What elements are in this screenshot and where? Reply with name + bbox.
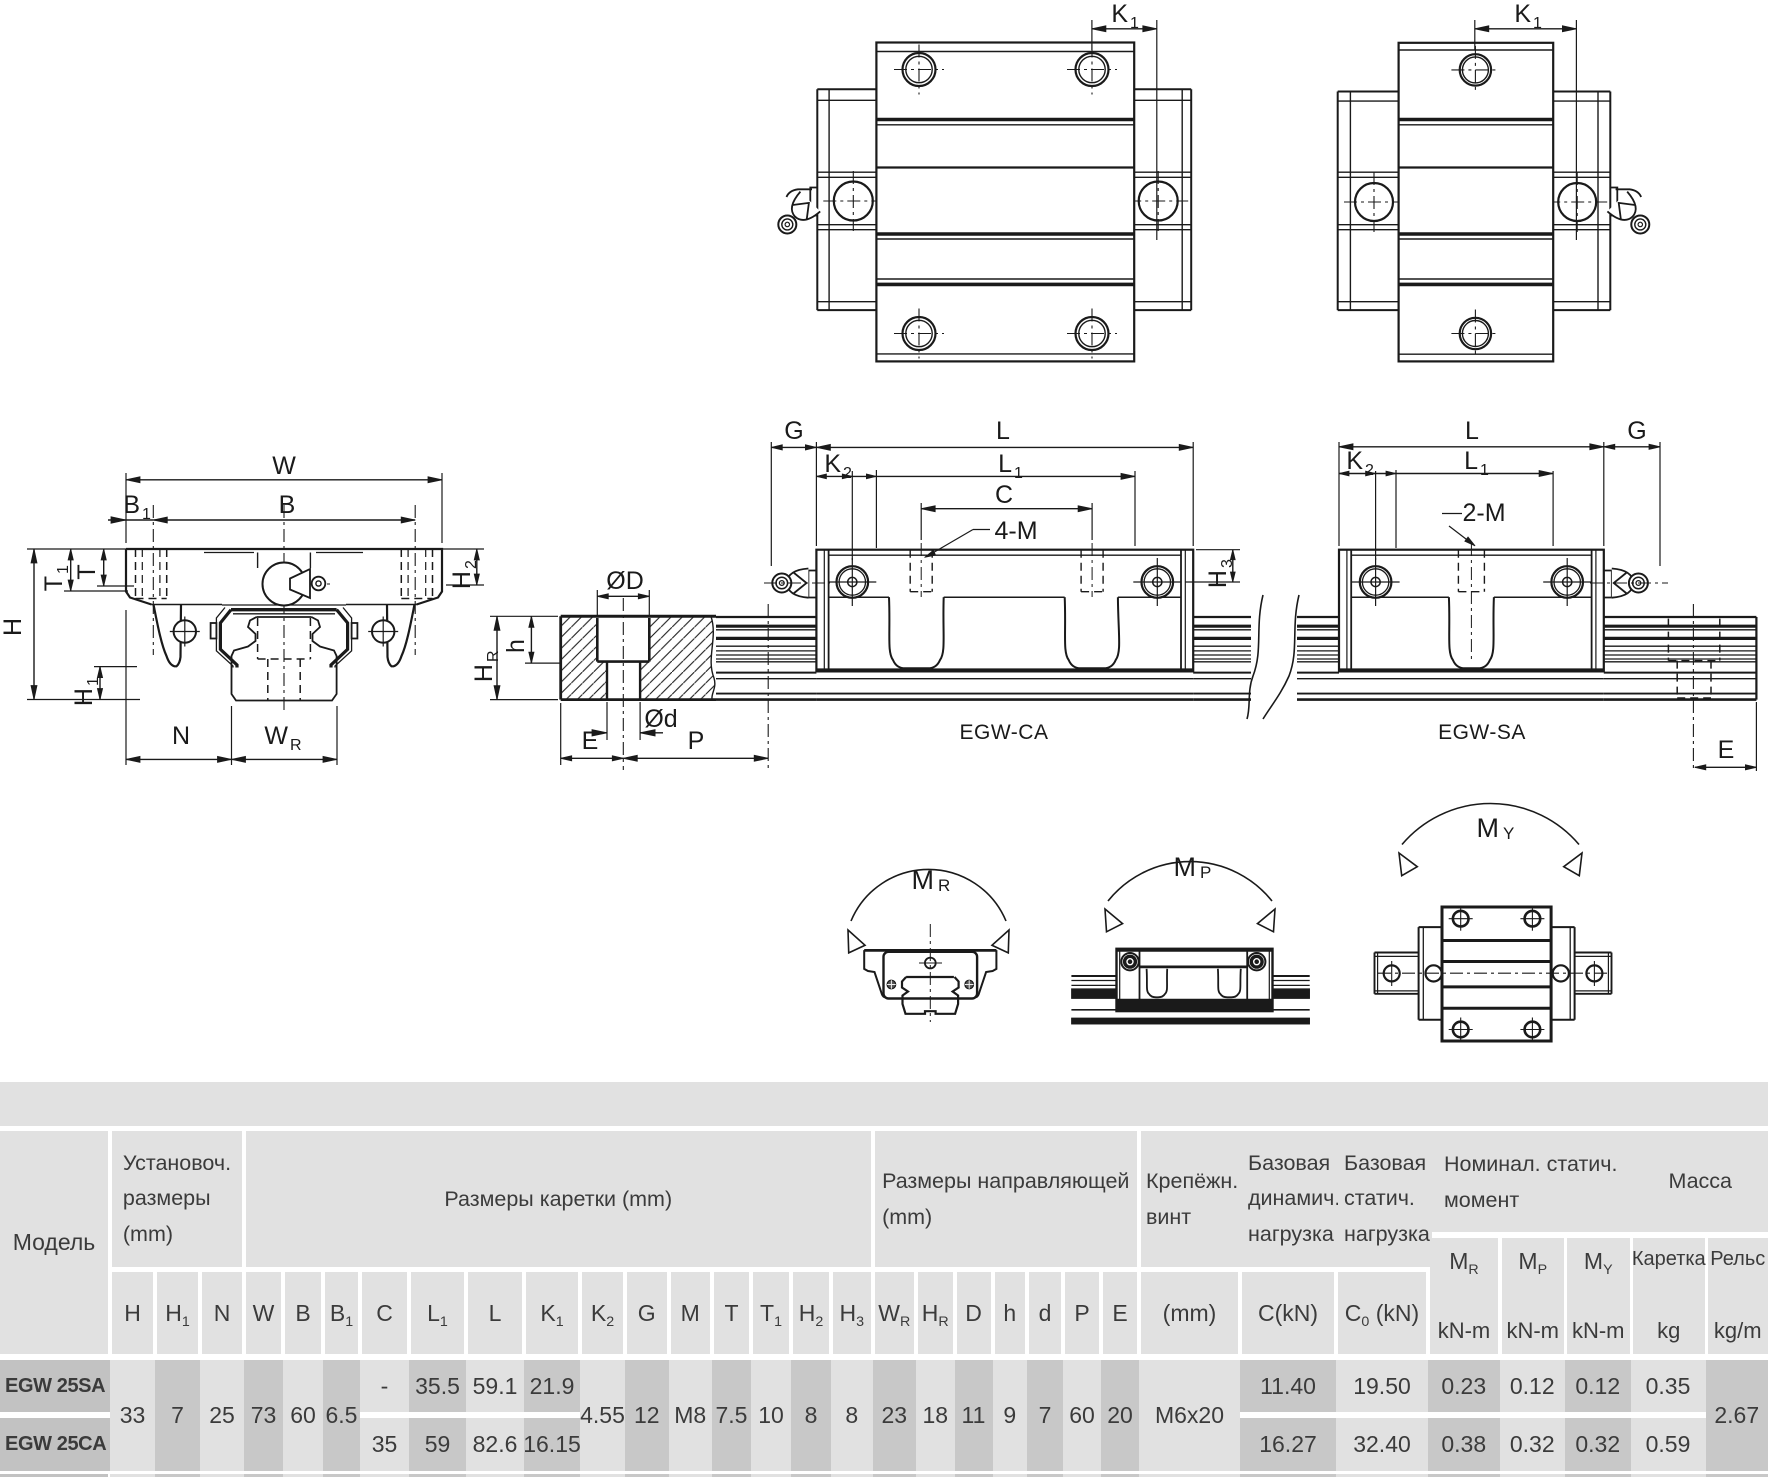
svg-text:E: E (1718, 736, 1735, 764)
svg-text:2: 2 (463, 560, 480, 569)
svg-text:L: L (1465, 417, 1479, 445)
svg-text:1: 1 (142, 506, 151, 523)
svg-text:H: H (1204, 570, 1232, 588)
svg-text:G: G (784, 417, 803, 445)
svg-text:K: K (1111, 0, 1128, 28)
svg-text:W: W (264, 722, 288, 750)
svg-text:H: H (448, 571, 476, 589)
svg-text:1: 1 (1130, 15, 1139, 32)
svg-text:H: H (70, 688, 98, 706)
svg-text:h: h (502, 639, 530, 653)
svg-text:E: E (582, 727, 599, 755)
svg-text:K: K (1346, 447, 1363, 475)
svg-text:2: 2 (843, 465, 852, 482)
svg-text:R: R (938, 876, 950, 895)
svg-text:ØD: ØD (606, 567, 644, 595)
svg-text:1: 1 (85, 677, 102, 686)
svg-text:3: 3 (1219, 559, 1236, 568)
svg-text:P: P (1200, 863, 1211, 882)
svg-text:H: H (0, 618, 27, 636)
svg-text:2-M: 2-M (1462, 499, 1505, 527)
svg-text:W: W (272, 452, 296, 480)
svg-text:R: R (290, 737, 302, 754)
svg-text:L: L (998, 450, 1012, 478)
svg-text:1: 1 (1533, 15, 1542, 32)
svg-text:K: K (824, 450, 841, 478)
svg-text:B: B (123, 491, 140, 519)
svg-text:1: 1 (55, 565, 72, 574)
svg-text:M: M (1174, 852, 1197, 882)
svg-text:L: L (996, 417, 1010, 445)
svg-text:G: G (1627, 417, 1646, 445)
svg-text:R: R (485, 650, 502, 662)
svg-text:2: 2 (1365, 462, 1374, 479)
svg-text:N: N (172, 722, 190, 750)
svg-text:B: B (279, 491, 296, 519)
svg-text:Y: Y (1503, 824, 1514, 843)
svg-text:P: P (688, 727, 705, 755)
svg-text:K: K (1514, 0, 1531, 28)
svg-text:Ød: Ød (644, 705, 677, 733)
svg-text:4-M: 4-M (994, 517, 1037, 545)
svg-text:C: C (995, 481, 1013, 509)
svg-text:1: 1 (1480, 462, 1489, 479)
svg-text:L: L (1464, 447, 1478, 475)
svg-text:1: 1 (1014, 465, 1023, 482)
svg-text:M: M (912, 865, 935, 895)
svg-text:T: T (40, 576, 68, 591)
svg-text:H: H (470, 664, 498, 682)
svg-text:T: T (73, 564, 101, 579)
svg-text:EGW-CA: EGW-CA (960, 721, 1049, 744)
svg-text:EGW-SA: EGW-SA (1438, 721, 1526, 744)
svg-text:M: M (1477, 813, 1500, 843)
